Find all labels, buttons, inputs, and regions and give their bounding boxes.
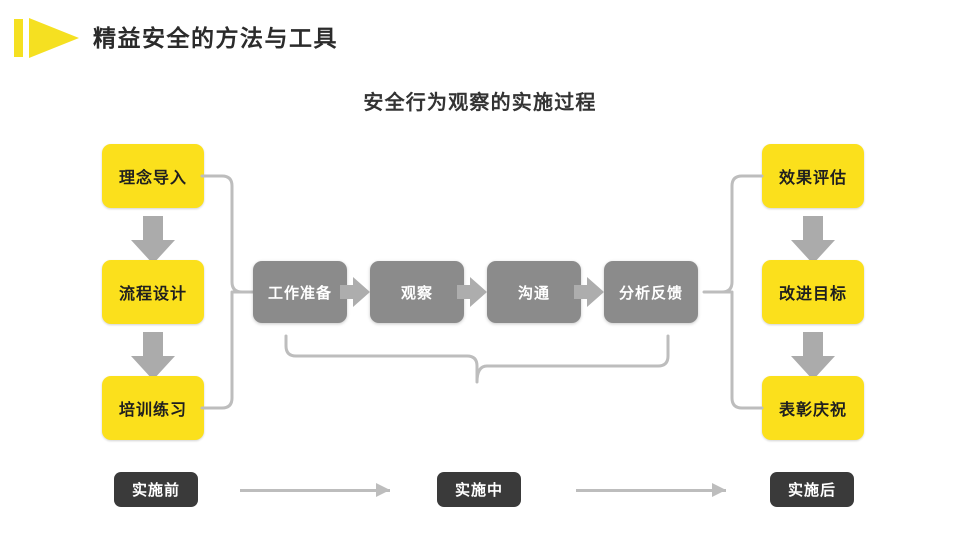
arrow-shaft — [574, 285, 589, 299]
center-box-4-label: 分析反馈 — [618, 284, 683, 302]
right-box-3-label: 表彰庆祝 — [778, 402, 847, 419]
phase-badge-3[interactable]: 实施后 — [770, 472, 854, 507]
left-box-1[interactable]: 理念导入 — [102, 144, 204, 208]
arrow-shaft — [143, 332, 163, 358]
arrow-line — [240, 489, 390, 492]
arrow-head — [587, 277, 604, 307]
down-arrow-right-2 — [791, 332, 835, 380]
right-box-1-label: 效果评估 — [778, 170, 847, 187]
left-box-2[interactable]: 流程设计 — [102, 260, 204, 324]
left-group-brace — [200, 174, 260, 410]
right-group-brace — [702, 174, 764, 410]
arrow-shaft — [457, 285, 472, 299]
logo-triangle-shape — [29, 18, 79, 58]
right-box-1[interactable]: 效果评估 — [762, 144, 864, 208]
center-box-3-label: 沟通 — [517, 284, 550, 302]
logo-bar-shape — [14, 19, 23, 57]
right-arrow-1 — [340, 277, 370, 307]
left-box-2-label: 流程设计 — [118, 286, 187, 303]
arrow-head — [376, 483, 390, 497]
down-arrow-left-1 — [131, 216, 175, 264]
center-box-2[interactable]: 观察 — [370, 261, 464, 323]
arrow-shaft — [340, 285, 355, 299]
left-box-1-label: 理念导入 — [118, 170, 187, 187]
center-box-3[interactable]: 沟通 — [487, 261, 581, 323]
center-box-1-label: 工作准备 — [267, 284, 332, 302]
diagram-subtitle: 安全行为观察的实施过程 — [363, 92, 597, 114]
phase-badge-2[interactable]: 实施中 — [437, 472, 521, 507]
phase-badge-2-label: 实施中 — [454, 482, 503, 499]
arrow-line — [576, 489, 726, 492]
center-box-2-label: 观察 — [400, 284, 433, 302]
right-arrow-3 — [574, 277, 604, 307]
page-title: 精益安全的方法与工具 — [93, 25, 338, 51]
down-arrow-left-2 — [131, 332, 175, 380]
left-box-3[interactable]: 培训练习 — [102, 376, 204, 440]
right-arrow-2 — [457, 277, 487, 307]
phase-badge-1[interactable]: 实施前 — [114, 472, 198, 507]
phase-badge-3-label: 实施后 — [787, 482, 836, 499]
phase-arrow-1 — [240, 483, 390, 497]
arrow-head — [470, 277, 487, 307]
arrow-shaft — [803, 216, 823, 242]
arrow-shaft — [803, 332, 823, 358]
phase-arrow-2 — [576, 483, 726, 497]
center-group-brace — [284, 334, 670, 384]
center-box-4[interactable]: 分析反馈 — [604, 261, 698, 323]
arrow-shaft — [143, 216, 163, 242]
phase-badge-1-label: 实施前 — [131, 482, 180, 499]
play-triangle-icon — [14, 18, 82, 58]
right-box-3[interactable]: 表彰庆祝 — [762, 376, 864, 440]
center-box-1[interactable]: 工作准备 — [253, 261, 347, 323]
arrow-head — [353, 277, 370, 307]
down-arrow-right-1 — [791, 216, 835, 264]
right-box-2[interactable]: 改进目标 — [762, 260, 864, 324]
right-box-2-label: 改进目标 — [778, 286, 847, 303]
left-box-3-label: 培训练习 — [118, 402, 187, 419]
slide-header: 精益安全的方法与工具 — [0, 0, 960, 72]
arrow-head — [712, 483, 726, 497]
